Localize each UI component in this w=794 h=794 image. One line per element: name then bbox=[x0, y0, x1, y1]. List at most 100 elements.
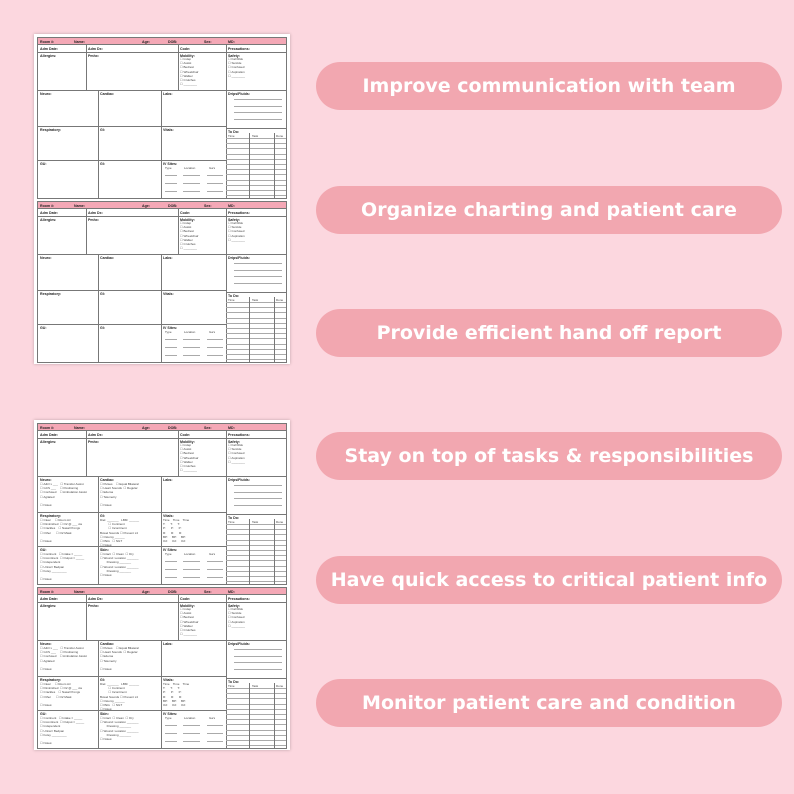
divider bbox=[38, 476, 286, 477]
iv-col: Type bbox=[165, 329, 172, 334]
field-label: DOB: bbox=[168, 203, 178, 208]
field-label: Respiratory: bbox=[40, 677, 62, 682]
iv-col: Location bbox=[184, 329, 196, 334]
write-line bbox=[183, 355, 200, 356]
todo-col: Done bbox=[276, 519, 284, 524]
write-line bbox=[207, 183, 223, 184]
divider bbox=[226, 209, 227, 362]
field-options: ☐ Continent ☐ Intake = _____ ☐ Incontine… bbox=[40, 552, 85, 582]
field-label: Precautions: bbox=[228, 596, 250, 601]
divider bbox=[38, 512, 226, 513]
divider bbox=[249, 297, 250, 362]
write-line bbox=[165, 569, 177, 570]
write-line bbox=[234, 105, 282, 107]
field-label: Neuro: bbox=[40, 91, 52, 96]
divider bbox=[274, 297, 275, 362]
field-label: Adm Dx: bbox=[88, 46, 103, 51]
field-label: Adm Date: bbox=[40, 596, 58, 601]
field-label: Pmhx: bbox=[88, 439, 99, 444]
divider bbox=[274, 683, 275, 748]
field-label: Respiratory: bbox=[40, 127, 62, 132]
field-label: GU: bbox=[40, 711, 47, 716]
field-label: Skin: bbox=[100, 547, 109, 552]
field-label: Age: bbox=[142, 39, 150, 44]
divider bbox=[161, 90, 162, 198]
header-band bbox=[38, 202, 286, 209]
write-line bbox=[207, 725, 223, 726]
field-label: Age: bbox=[142, 589, 150, 594]
field-label: Labs: bbox=[163, 91, 173, 96]
patient-card: Room #:Name:Age:DOB:Sex:MD:Adm Date:Adm … bbox=[37, 37, 287, 199]
todo-row bbox=[226, 539, 286, 541]
field-label: Adm Date: bbox=[40, 46, 58, 51]
field-label: Allergies: bbox=[40, 439, 57, 444]
field-label: DOB: bbox=[168, 589, 178, 594]
field-options: Diet: _______ LBM: ______ ☐ Continent ☐ … bbox=[100, 682, 140, 712]
write-line bbox=[207, 191, 223, 192]
todo-row bbox=[226, 153, 286, 155]
field-label: GU: bbox=[40, 161, 47, 166]
divider bbox=[161, 640, 162, 748]
field-options: ☐ Pulses ☐ Equal Bilateral ☐ Heart Sound… bbox=[100, 646, 139, 672]
field-label: Cardiac: bbox=[100, 641, 115, 646]
write-line bbox=[207, 339, 223, 340]
write-line bbox=[234, 649, 282, 650]
divider bbox=[178, 431, 179, 476]
todo-row bbox=[226, 729, 286, 731]
todo-row bbox=[226, 544, 286, 546]
todo-col: Task bbox=[252, 683, 259, 688]
write-line bbox=[234, 99, 282, 100]
todo-row bbox=[226, 302, 286, 303]
write-line bbox=[234, 498, 282, 499]
field-label: Cardiac: bbox=[100, 91, 115, 96]
header-band bbox=[38, 424, 286, 431]
todo-row bbox=[226, 734, 286, 736]
field-label: Labs: bbox=[163, 255, 173, 260]
field-label: Code: bbox=[180, 210, 191, 215]
write-line bbox=[207, 733, 223, 734]
divider bbox=[86, 45, 87, 90]
write-line bbox=[207, 561, 223, 562]
field-label: Room #: bbox=[40, 425, 55, 430]
patient-card: Room #:Name:Age:DOB:Sex:MD:Adm Date:Adm … bbox=[37, 201, 287, 363]
field-options: ☐ Pulses ☐ Equal Bilateral ☐ Heart Sound… bbox=[100, 482, 139, 508]
todo-col: Task bbox=[252, 297, 259, 302]
divider bbox=[38, 640, 286, 641]
field-label: Vitals: bbox=[163, 513, 174, 518]
divider bbox=[249, 133, 250, 198]
todo-row bbox=[226, 714, 286, 715]
field-label: Precautions: bbox=[228, 46, 250, 51]
write-line bbox=[183, 725, 200, 726]
todo-row bbox=[226, 745, 286, 747]
field-options: ☐ Fall Risk ☐ Suicide ☐ Confused ☐ Aspir… bbox=[228, 607, 245, 628]
write-line bbox=[234, 655, 282, 657]
divider bbox=[226, 128, 286, 129]
todo-row bbox=[226, 148, 286, 150]
field-label: Room #: bbox=[40, 203, 55, 208]
todo-row bbox=[226, 576, 286, 577]
field-label: IV Sites: bbox=[163, 711, 178, 716]
write-line bbox=[207, 577, 223, 578]
write-line bbox=[183, 191, 200, 192]
field-options: ☐ Clear ☐ Room Air ☐ Diminished ☐ O2 @ _… bbox=[40, 518, 82, 544]
field-label: Safety: bbox=[228, 439, 240, 444]
write-line bbox=[165, 725, 177, 726]
write-line bbox=[183, 339, 200, 340]
field-label: MD: bbox=[228, 39, 235, 44]
field-label: Pmhx: bbox=[88, 603, 99, 608]
field-label: Sex: bbox=[204, 203, 212, 208]
todo-row bbox=[226, 719, 286, 721]
write-line bbox=[234, 491, 282, 493]
write-line bbox=[165, 191, 177, 192]
field-label: Adm Dx: bbox=[88, 210, 103, 215]
divider bbox=[274, 519, 275, 584]
todo-row bbox=[226, 693, 286, 695]
field-label: Name: bbox=[74, 589, 85, 594]
field-label: Age: bbox=[142, 203, 150, 208]
field-label: Respiratory: bbox=[40, 513, 62, 518]
field-label: Skin: bbox=[100, 711, 109, 716]
todo-col: Time bbox=[228, 519, 235, 524]
field-label: Sex: bbox=[204, 589, 212, 594]
header-band bbox=[38, 38, 286, 45]
field-label: Room #: bbox=[40, 589, 55, 594]
